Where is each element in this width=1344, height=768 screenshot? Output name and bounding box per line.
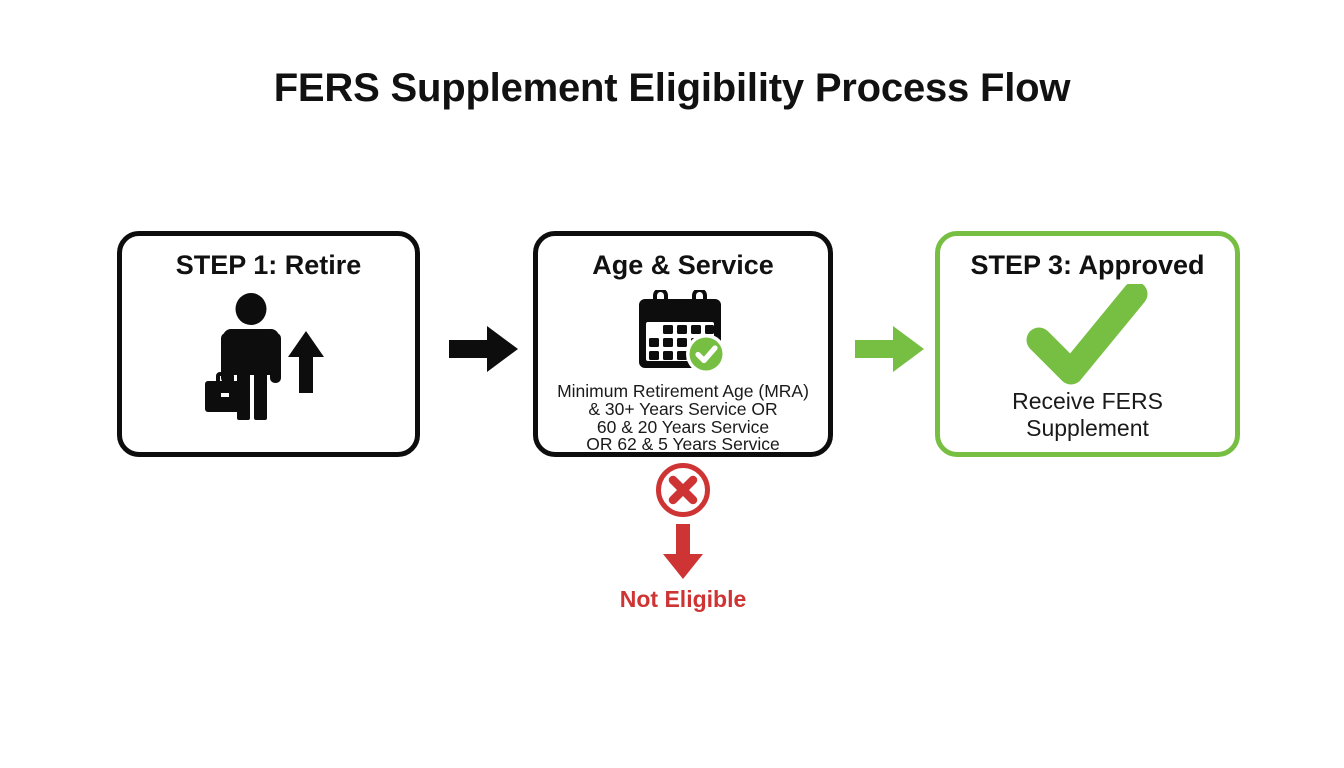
- criteria-line-4: OR 62 & 5 Years Service: [586, 434, 780, 455]
- result-line-1: Receive FERS: [1012, 388, 1163, 414]
- not-eligible-text: Not Eligible: [619, 586, 747, 612]
- calendar-check-icon: [633, 288, 733, 381]
- eligibility-criteria-list: Minimum Retirement Age (MRA) & 30+ Years…: [542, 381, 824, 455]
- step-box-retire[interactable]: STEP 1: Retire: [117, 231, 420, 457]
- arrow-step1-step2-icon: [449, 322, 519, 381]
- step-2-heading: Age & Service: [592, 250, 774, 280]
- step-3-heading: STEP 3: Approved: [970, 250, 1205, 280]
- circle-x-icon: [655, 462, 711, 523]
- arrow-step2-step3-icon: [855, 322, 925, 381]
- green-checkmark-icon: [1025, 281, 1151, 391]
- retiree-person-briefcase-icon: [199, 293, 339, 433]
- arrow-down-icon: [661, 524, 705, 585]
- not-eligible-label: Not Eligible: [0, 586, 1344, 613]
- page-title: FERS Supplement Eligibility Process Flow: [273, 66, 1071, 110]
- criteria-line-2: & 30+ Years Service OR: [588, 398, 778, 419]
- step-box-age-service[interactable]: Age & Service: [533, 231, 833, 457]
- result-caption: Receive FERS Supplement: [940, 388, 1235, 442]
- criteria-line-3: 60 & 20 Years Service: [596, 416, 770, 437]
- step-1-heading: STEP 1: Retire: [175, 250, 362, 280]
- criteria-line-1: Minimum Retirement Age (MRA): [557, 381, 809, 401]
- result-line-2: Supplement: [1026, 415, 1149, 441]
- step-box-approved[interactable]: STEP 3: Approved Receive FERS Supplement: [935, 231, 1240, 457]
